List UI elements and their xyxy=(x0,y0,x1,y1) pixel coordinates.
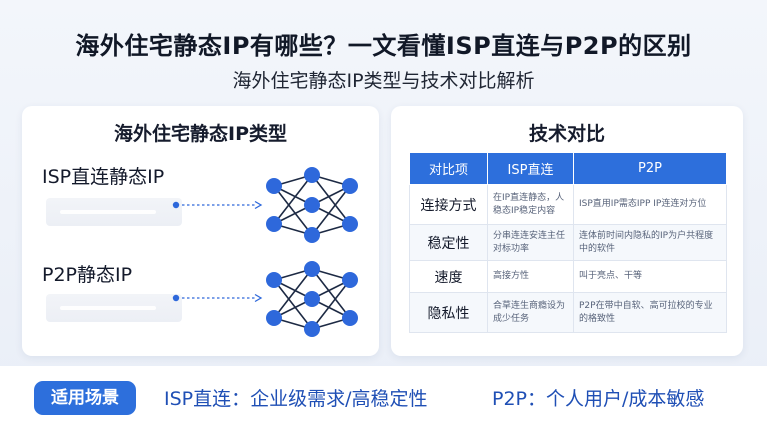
network-node xyxy=(304,167,320,183)
scenario-p2p: P2P：个人用户/成本敏感 xyxy=(492,388,705,410)
network-node xyxy=(304,227,320,243)
type-label-p2p: P2P静态IP xyxy=(42,264,133,286)
table-cell-isp: 分串连连安连主任对标功率 xyxy=(487,224,574,261)
ip-types-title: 海外住宅静态IP类型 xyxy=(114,123,287,145)
scenario-badge: 适用场景 xyxy=(34,381,136,415)
table-row: 隐私性 合草连生商瘾设为成少任务 P2P在带中自软、高可拉校的专业的格致性 xyxy=(409,292,727,333)
table-row: 速度 高接方性 叫于亮点、干等 xyxy=(409,260,727,293)
table-cell-p2p: ISP直用IP需态IPP IP连连对方位 xyxy=(573,184,727,225)
neural-network-icon xyxy=(266,167,358,243)
page-title: 海外住宅静态IP有哪些？一文看懂ISP直连与P2P的区别 xyxy=(75,32,692,60)
ip-types-panel: 海外住宅静态IP类型 ISP直连静态IP P2P静态IP xyxy=(22,106,379,356)
network-node xyxy=(304,261,320,277)
row-header: 速度 xyxy=(409,260,488,293)
tech-compare-panel: 技术对比 对比项 ISP直连 P2P 连接方式 在IP直连静态，人稳态IP稳定内… xyxy=(391,106,743,356)
table-cell-p2p: 叫于亮点、干等 xyxy=(573,260,727,293)
network-node xyxy=(304,321,320,337)
network-edge xyxy=(311,268,351,319)
table-cell-p2p: P2P在带中自软、高可拉校的专业的格致性 xyxy=(573,292,727,333)
type-placeholder-bar-p2p xyxy=(46,294,182,322)
network-edge xyxy=(273,279,313,330)
network-edge xyxy=(273,268,313,319)
network-node xyxy=(304,291,320,307)
neural-network-icon xyxy=(266,261,358,337)
row-header: 稳定性 xyxy=(409,224,488,261)
arrow-connector-isp xyxy=(172,200,263,210)
type-label-isp: ISP直连静态IP xyxy=(42,166,165,188)
table-cell-p2p: 连体前时间内隐私的IP为户共程度中的软件 xyxy=(573,224,727,261)
arrow-connector-p2p xyxy=(172,293,263,303)
network-edge xyxy=(311,279,351,330)
scenario-bar: 适用场景 ISP直连：企业级需求/高稳定性 P2P：个人用户/成本敏感 xyxy=(0,366,767,432)
network-edge xyxy=(273,174,313,225)
page-subtitle: 海外住宅静态IP类型与技术对比解析 xyxy=(232,70,535,92)
table-cell-isp: 高接方性 xyxy=(487,260,574,293)
table-row: 连接方式 在IP直连静态，人稳态IP稳定内容 ISP直用IP需态IPP IP连连… xyxy=(409,184,727,225)
table-row: 稳定性 分串连连安连主任对标功率 连体前时间内隐私的IP为户共程度中的软件 xyxy=(409,224,727,261)
row-header: 隐私性 xyxy=(409,292,488,333)
network-node xyxy=(304,197,320,213)
table-cell-isp: 在IP直连静态，人稳态IP稳定内容 xyxy=(487,184,574,225)
network-node xyxy=(266,310,282,326)
network-node xyxy=(342,272,358,288)
network-node xyxy=(342,216,358,232)
network-node xyxy=(266,272,282,288)
network-node xyxy=(342,178,358,194)
column-header-item: 对比项 xyxy=(409,152,488,185)
column-header-p2p: P2P xyxy=(573,152,727,185)
network-edge xyxy=(273,185,313,236)
row-header: 连接方式 xyxy=(409,184,488,225)
comparison-table: 对比项 ISP直连 P2P 连接方式 在IP直连静态，人稳态IP稳定内容 ISP… xyxy=(409,152,727,333)
network-edge xyxy=(311,185,351,236)
type-placeholder-bar-isp xyxy=(46,198,182,226)
network-node xyxy=(266,178,282,194)
tech-compare-title: 技术对比 xyxy=(528,123,605,145)
network-node xyxy=(342,310,358,326)
column-header-isp: ISP直连 xyxy=(487,152,574,185)
network-edge xyxy=(311,174,351,225)
table-cell-isp: 合草连生商瘾设为成少任务 xyxy=(487,292,574,333)
network-node xyxy=(266,216,282,232)
scenario-isp: ISP直连：企业级需求/高稳定性 xyxy=(164,388,428,410)
